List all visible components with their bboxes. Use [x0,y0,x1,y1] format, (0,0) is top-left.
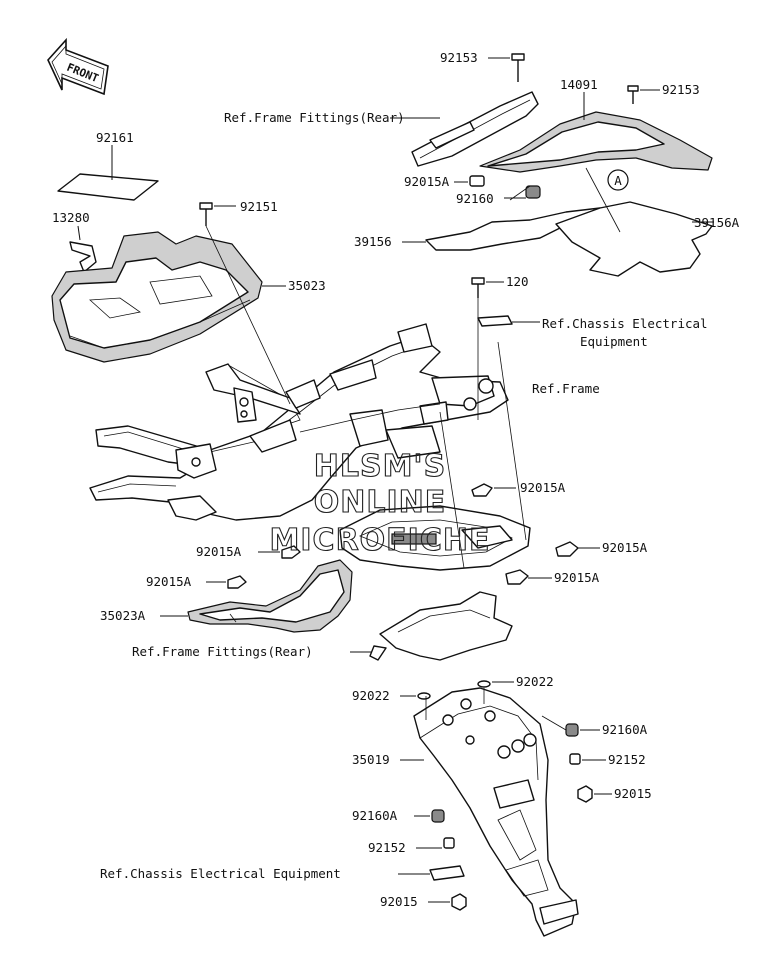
label-92022-left: 92022 [352,688,390,703]
watermark-line-2: ONLINE [314,485,447,520]
label-92015-bottom: 92015 [380,894,418,909]
part-92015A-clip-left2 [206,575,247,589]
part-92015A-clip-right1 [555,541,600,557]
label-92153-right: 92153 [662,82,700,97]
part-92153-top-screw [488,53,525,82]
label-92015A-upper: 92015A [404,174,450,189]
label-ref-frame-fittings-rear-bottom: Ref.Frame Fittings(Rear) [132,644,313,659]
label-35023A: 35023A [100,608,146,623]
label-120: 120 [506,274,529,289]
label-14091: 14091 [560,77,598,92]
electrical-tray [339,505,531,571]
part-92015-right-nut [577,785,612,803]
callout-a-label: A [614,173,622,188]
label-92152-left: 92152 [368,840,406,855]
label-35023: 35023 [288,278,326,293]
label-92022-right: 92022 [516,674,554,689]
part-39156A-pad [555,201,714,277]
part-92160A-left-grommet [414,809,445,823]
part-92152-right-collar [569,753,606,765]
part-92160-grommet [504,185,541,199]
frame-fittings-rear-rail [390,91,539,167]
label-92160: 92160 [456,191,494,206]
label-ref-chassis-equipment: Equipment [580,334,648,349]
part-35019-fender [400,687,579,937]
watermark-line-3: MICROFICHE [270,523,491,558]
label-35019: 35019 [352,752,390,767]
watermark: HLSM'S ONLINE MICROFICHE [269,448,491,558]
label-92015-right: 92015 [614,786,652,801]
watermark-line-1: HLSM'S [314,449,446,484]
part-92022-left-washer [400,692,431,700]
chassis-electrical-plate [398,865,465,881]
part-92022-right-washer [477,680,514,688]
part-92152-left-collar [416,837,455,849]
part-92161-sheet [57,145,159,201]
part-13280-clip [69,225,97,273]
label-92160A-right: 92160A [602,722,648,737]
label-92015A-left2: 92015A [146,574,192,589]
front-arrow-icon: FRONT [47,37,109,96]
part-92160A-right-grommet [565,723,600,737]
part-92015A-upper-nut [454,175,485,187]
part-35023-tray [51,231,286,363]
label-39156: 39156 [354,234,392,249]
label-92015A-left1: 92015A [196,544,242,559]
label-92015A-right2: 92015A [554,570,600,585]
part-92153-right-screw [627,85,660,104]
reference-lines [205,167,621,731]
part-120-bolt [471,277,540,327]
label-39156A: 39156A [694,215,740,230]
part-92015A-clip-left1 [258,545,301,559]
part-92015A-clip-right2 [505,569,552,585]
part-92015-bottom-nut [428,893,467,911]
label-ref-chassis-electrical-equipment: Ref.Chassis Electrical Equipment [100,866,341,881]
label-92160A-left: 92160A [352,808,398,823]
label-13280: 13280 [52,210,90,225]
label-92152-right: 92152 [608,752,646,767]
rear-frame [89,323,509,521]
label-ref-chassis-electrical: Ref.Chassis Electrical [542,316,708,331]
label-92015A-mid: 92015A [520,480,566,495]
part-35023A-tray [160,559,353,633]
label-92161: 92161 [96,130,134,145]
label-ref-frame-fittings-rear-top: Ref.Frame Fittings(Rear) [224,110,405,125]
label-ref-frame: Ref.Frame [532,381,600,396]
rear-bracket [350,591,513,661]
callout-a: A [607,169,629,191]
label-92153-top: 92153 [440,50,478,65]
part-92151-bolt [199,202,236,226]
part-labels: 92153 14091 92153 Ref.Frame Fittings(Rea… [52,50,740,909]
part-92015A-clip-upper [471,483,516,497]
label-92015A-right1: 92015A [602,540,648,555]
part-14091-cover [479,92,713,173]
label-92151: 92151 [240,199,278,214]
